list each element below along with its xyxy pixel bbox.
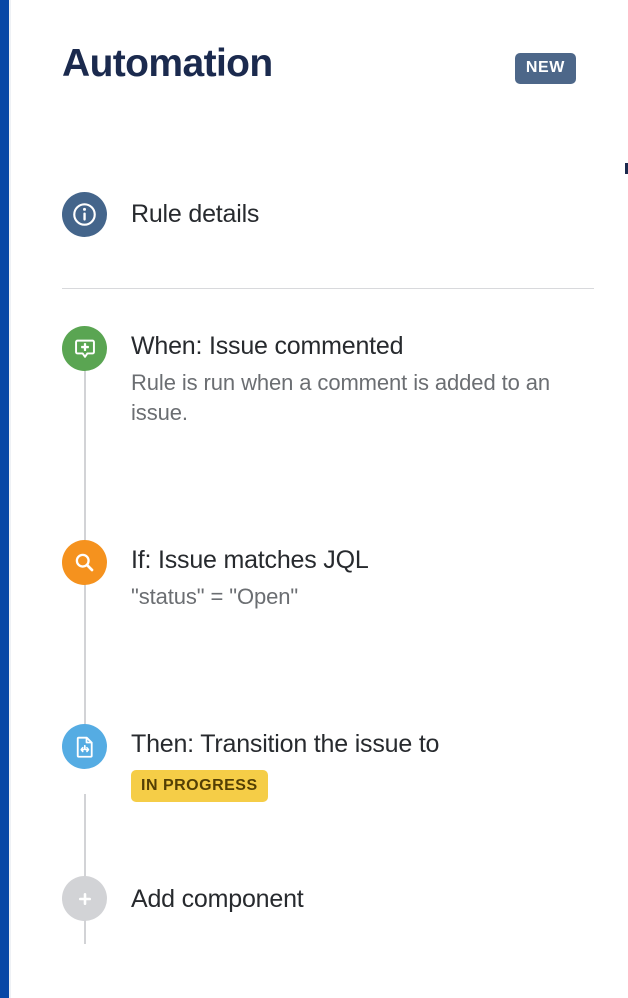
timeline-connector [84,358,86,546]
transition-document-icon [62,724,107,769]
page-header: Automation NEW [62,38,602,100]
left-accent-rail [0,0,9,998]
timeline-item-body: If: Issue matches JQL "status" = "Open" [131,540,601,612]
search-icon [62,540,107,585]
status-badge: IN PROGRESS [131,770,268,802]
timeline-item-title: If: Issue matches JQL [131,546,369,574]
section-divider [62,288,594,289]
timeline-item-title: Then: Transition the issue to [131,730,440,758]
timeline-item-description: Rule is run when a comment is added to a… [131,370,551,425]
timeline-connector [84,580,86,760]
timeline-item-body: Then: Transition the issue to IN PROGRES… [131,724,601,802]
edge-artifact [625,163,628,174]
timeline-item-then[interactable]: Then: Transition the issue to IN PROGRES… [62,724,622,802]
timeline-item-if[interactable]: If: Issue matches JQL "status" = "Open" [62,540,622,612]
plus-icon [62,876,107,921]
page-title: Automation [62,42,273,85]
rail-hairline [9,0,11,998]
timeline-item-body: When: Issue commented Rule is run when a… [131,326,601,428]
rule-details-row[interactable]: Rule details [62,191,602,237]
info-circle-icon [62,191,107,237]
comment-add-icon [62,326,107,371]
timeline-item-when[interactable]: When: Issue commented Rule is run when a… [62,326,622,428]
rule-details-label: Rule details [131,200,260,228]
timeline-item-title: When: Issue commented [131,332,404,360]
timeline-connector [84,794,86,944]
new-badge: NEW [514,53,576,84]
automation-panel: Automation NEW Rule details [11,0,628,998]
add-component-button[interactable]: Add component [62,876,622,921]
timeline-item-description: "status" = "Open" [131,584,299,609]
add-component-label: Add component [131,884,304,913]
